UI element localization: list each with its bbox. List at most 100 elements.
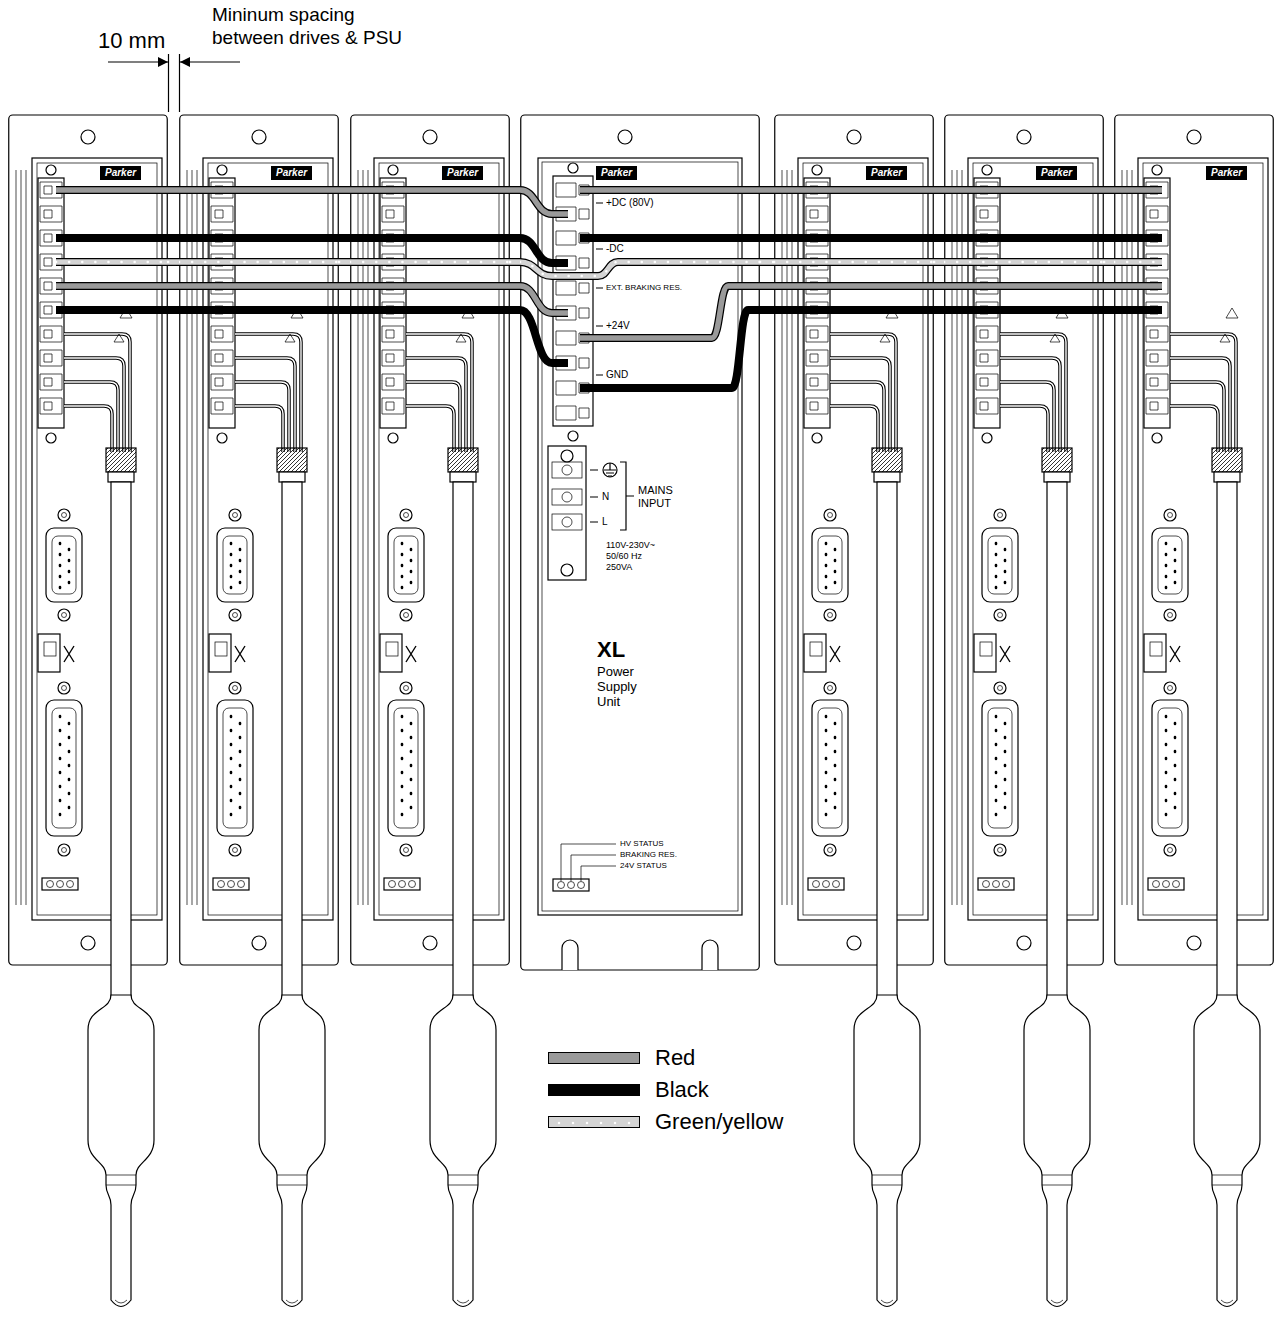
psu-wires xyxy=(520,190,760,388)
status-led-name: BRAKING RES. xyxy=(620,850,677,860)
wire xyxy=(339,282,350,290)
servo-drive-drawing xyxy=(945,115,1104,1307)
wire xyxy=(1104,306,1114,314)
brand-logo: Parker xyxy=(442,166,483,180)
wire xyxy=(510,234,520,242)
wire xyxy=(168,235,179,241)
servo-drive: Parker xyxy=(8,115,168,965)
wire xyxy=(1104,307,1114,313)
spacing-dimension xyxy=(108,61,168,62)
power-supply-drawing xyxy=(561,450,573,462)
servo-drive-drawing xyxy=(351,115,510,1307)
wire xyxy=(339,258,350,266)
wire xyxy=(339,235,350,241)
wire xyxy=(760,306,774,314)
wire-bundle xyxy=(510,190,520,310)
wire xyxy=(168,186,179,194)
legend-text: Black xyxy=(655,1077,709,1103)
power-supply-drawing xyxy=(590,470,598,522)
wire xyxy=(934,186,944,194)
servo-drive-drawing xyxy=(1115,115,1274,1307)
servo-drive: Parker xyxy=(944,115,1104,965)
wire-stripe xyxy=(760,261,774,264)
servo-drive: Parker xyxy=(179,115,339,965)
wire xyxy=(760,258,774,266)
connector-group xyxy=(168,190,1114,310)
unit-name: Power Supply Unit xyxy=(597,664,651,709)
status-led-name: HV STATUS xyxy=(620,839,664,849)
spacing-dimension xyxy=(180,61,240,62)
wire xyxy=(760,282,774,290)
wire-bundle xyxy=(760,190,774,310)
power-supply-drawing xyxy=(562,517,572,527)
connector-name: MAINS INPUT xyxy=(638,484,688,509)
wire xyxy=(339,307,350,313)
wire xyxy=(168,307,179,313)
wire xyxy=(339,306,350,314)
wire xyxy=(1104,235,1114,241)
model-name: XL xyxy=(597,638,625,662)
terminal-name: -DC xyxy=(606,243,624,255)
spacing-dimension xyxy=(169,54,180,112)
wire xyxy=(934,282,944,290)
wire xyxy=(934,259,944,265)
legend-swatch xyxy=(548,1052,640,1064)
wire xyxy=(1104,187,1114,193)
earth-symbol xyxy=(603,463,617,477)
power-supply-drawing xyxy=(556,183,576,420)
wire xyxy=(1104,282,1114,290)
power-supply-drawing xyxy=(568,163,578,173)
power-supply-drawing xyxy=(562,492,572,502)
bus-wires xyxy=(1114,190,1162,310)
wire xyxy=(934,234,944,242)
wire xyxy=(510,258,520,266)
power-supply-drawing xyxy=(552,514,582,530)
bus-wires xyxy=(56,190,168,310)
wire-bundle xyxy=(168,190,179,310)
power-supply-drawing xyxy=(558,882,565,889)
wire-stripe xyxy=(339,261,350,264)
psu-wires xyxy=(520,262,760,276)
psu-wires xyxy=(520,190,760,388)
power-supply-drawing xyxy=(562,465,572,475)
servo-drive-drawing xyxy=(9,115,1274,1307)
wire xyxy=(934,187,944,193)
bus-wires xyxy=(774,190,934,310)
power-supply-drawing xyxy=(561,564,573,576)
terminal-name: EXT. BRAKING RES. xyxy=(606,283,682,292)
power-supply-drawing xyxy=(521,115,760,970)
bus-wires xyxy=(56,190,1162,310)
status-led-name: 24V STATUS xyxy=(620,861,667,871)
brand-logo: Parker xyxy=(1206,166,1247,180)
wire xyxy=(339,283,350,289)
wire xyxy=(760,259,774,265)
wire-bundle xyxy=(339,190,350,310)
servo-drive: Parker xyxy=(1114,115,1274,965)
power-supply-drawing xyxy=(548,446,586,580)
bus-wires xyxy=(179,190,339,310)
brand-logo: Parker xyxy=(596,166,637,180)
dimension-text: 10 mm xyxy=(98,28,165,53)
wire xyxy=(1104,234,1114,242)
wire xyxy=(510,187,520,193)
servo-drive: Parker xyxy=(350,115,510,965)
power-supply-drawing xyxy=(568,882,575,889)
wire-stripe xyxy=(168,261,179,264)
wire xyxy=(168,234,179,242)
psu-wires xyxy=(520,262,760,276)
wire xyxy=(934,283,944,289)
wire xyxy=(934,258,944,266)
power-supply-drawing xyxy=(596,203,603,375)
wire xyxy=(934,235,944,241)
wire xyxy=(760,234,774,242)
power-supply-drawing xyxy=(579,185,589,418)
power-supply-drawing xyxy=(568,431,578,441)
wire xyxy=(510,282,520,290)
wire xyxy=(510,259,520,265)
power-supply-drawing xyxy=(552,489,582,505)
power-supply-drawing xyxy=(552,462,582,478)
wire xyxy=(510,235,520,241)
brand-logo: Parker xyxy=(1036,166,1077,180)
